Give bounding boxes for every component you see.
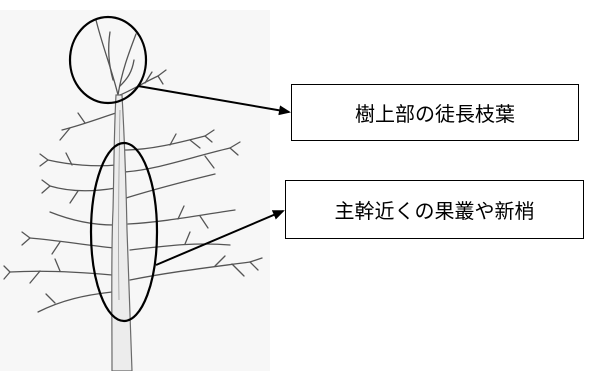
middle-arrow [155,210,285,266]
top-canopy-ellipse [68,15,148,105]
middle-label-text: 主幹近くの果叢や新梢 [334,199,535,223]
top-label-text: 樹上部の徒長枝葉 [355,102,515,126]
middle-label-box: 主幹近くの果叢や新梢 [285,180,584,239]
trunk-area-ellipse [89,141,159,323]
tree-branches [3,19,263,313]
top-label-box: 樹上部の徒長枝葉 [291,84,579,141]
tree-trunk [111,94,133,371]
top-arrow [137,85,291,116]
trunk-shading [118,109,121,301]
